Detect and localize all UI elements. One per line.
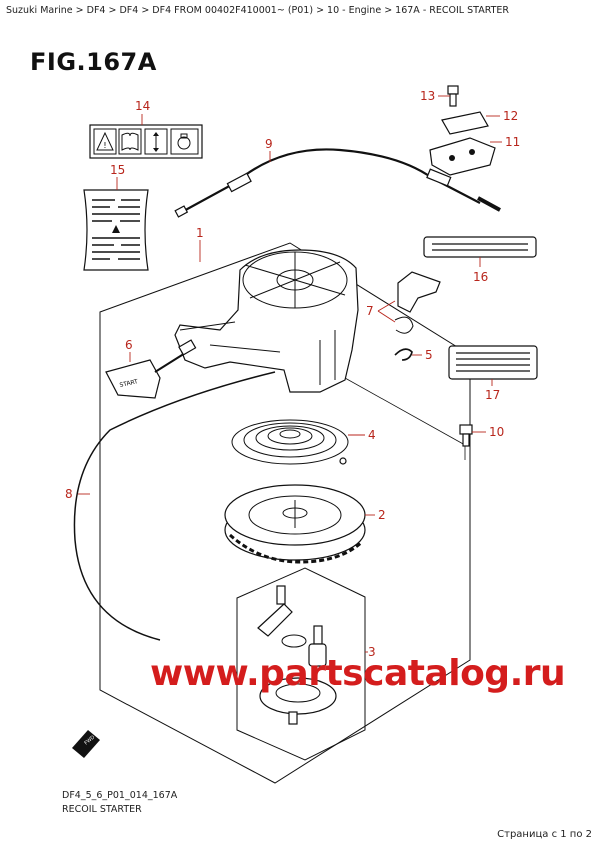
- callout-6: 6: [125, 338, 133, 352]
- callout-13: 13: [420, 89, 435, 103]
- callout-10: 10: [489, 425, 504, 439]
- callouts: 14 15 9 13 12 11 1 16 7 6 5 17 10 4 8 2: [65, 89, 520, 659]
- cable-bracket-part: [429, 85, 496, 176]
- ratchet-set-part: [257, 585, 337, 725]
- instruction-label-part: [83, 189, 149, 271]
- callout-1: 1: [196, 226, 204, 240]
- caution-label-part: !: [89, 124, 203, 159]
- callout-11: 11: [505, 135, 520, 149]
- callout-12: 12: [503, 109, 518, 123]
- assembly-outline: [99, 242, 471, 784]
- clip-part: [394, 348, 413, 361]
- decal-parts: [423, 236, 538, 380]
- callout-15: 15: [110, 163, 125, 177]
- starter-handle-part: START: [105, 339, 197, 399]
- fwd-arrow-icon: FWD: [72, 730, 100, 758]
- callout-4: 4: [368, 428, 376, 442]
- callout-8: 8: [65, 487, 73, 501]
- recoil-spring-part: [231, 419, 349, 465]
- figure-code: DF4_5_6_P01_014_167A: [62, 790, 178, 801]
- callout-16: 16: [473, 270, 488, 284]
- bolt-part: [459, 424, 473, 447]
- figure-name: RECOIL STARTER: [62, 804, 142, 815]
- start-cable-part: [174, 148, 501, 218]
- start-handle-text: START: [119, 378, 139, 389]
- callout-9: 9: [265, 137, 273, 151]
- page-count: Страница с 1 по 2: [497, 829, 592, 840]
- callout-2: 2: [378, 508, 386, 522]
- starter-stopper-part: [394, 271, 441, 334]
- svg-text:!: !: [103, 141, 106, 150]
- callout-5: 5: [425, 348, 433, 362]
- callout-17: 17: [485, 388, 500, 402]
- starter-rope-part: [73, 371, 276, 641]
- callout-3: 3: [368, 645, 376, 659]
- callout-14: 14: [135, 99, 150, 113]
- breadcrumb: Suzuki Marine > DF4 > DF4 > DF4 FROM 004…: [6, 5, 510, 16]
- callout-7: 7: [366, 304, 374, 318]
- subassembly-outline: [236, 567, 366, 761]
- figure-title: FIG.167A: [30, 48, 157, 76]
- starter-reel-part: [224, 484, 366, 564]
- watermark: www.partscatalog.ru: [150, 653, 566, 694]
- starter-housing-part: [174, 249, 359, 393]
